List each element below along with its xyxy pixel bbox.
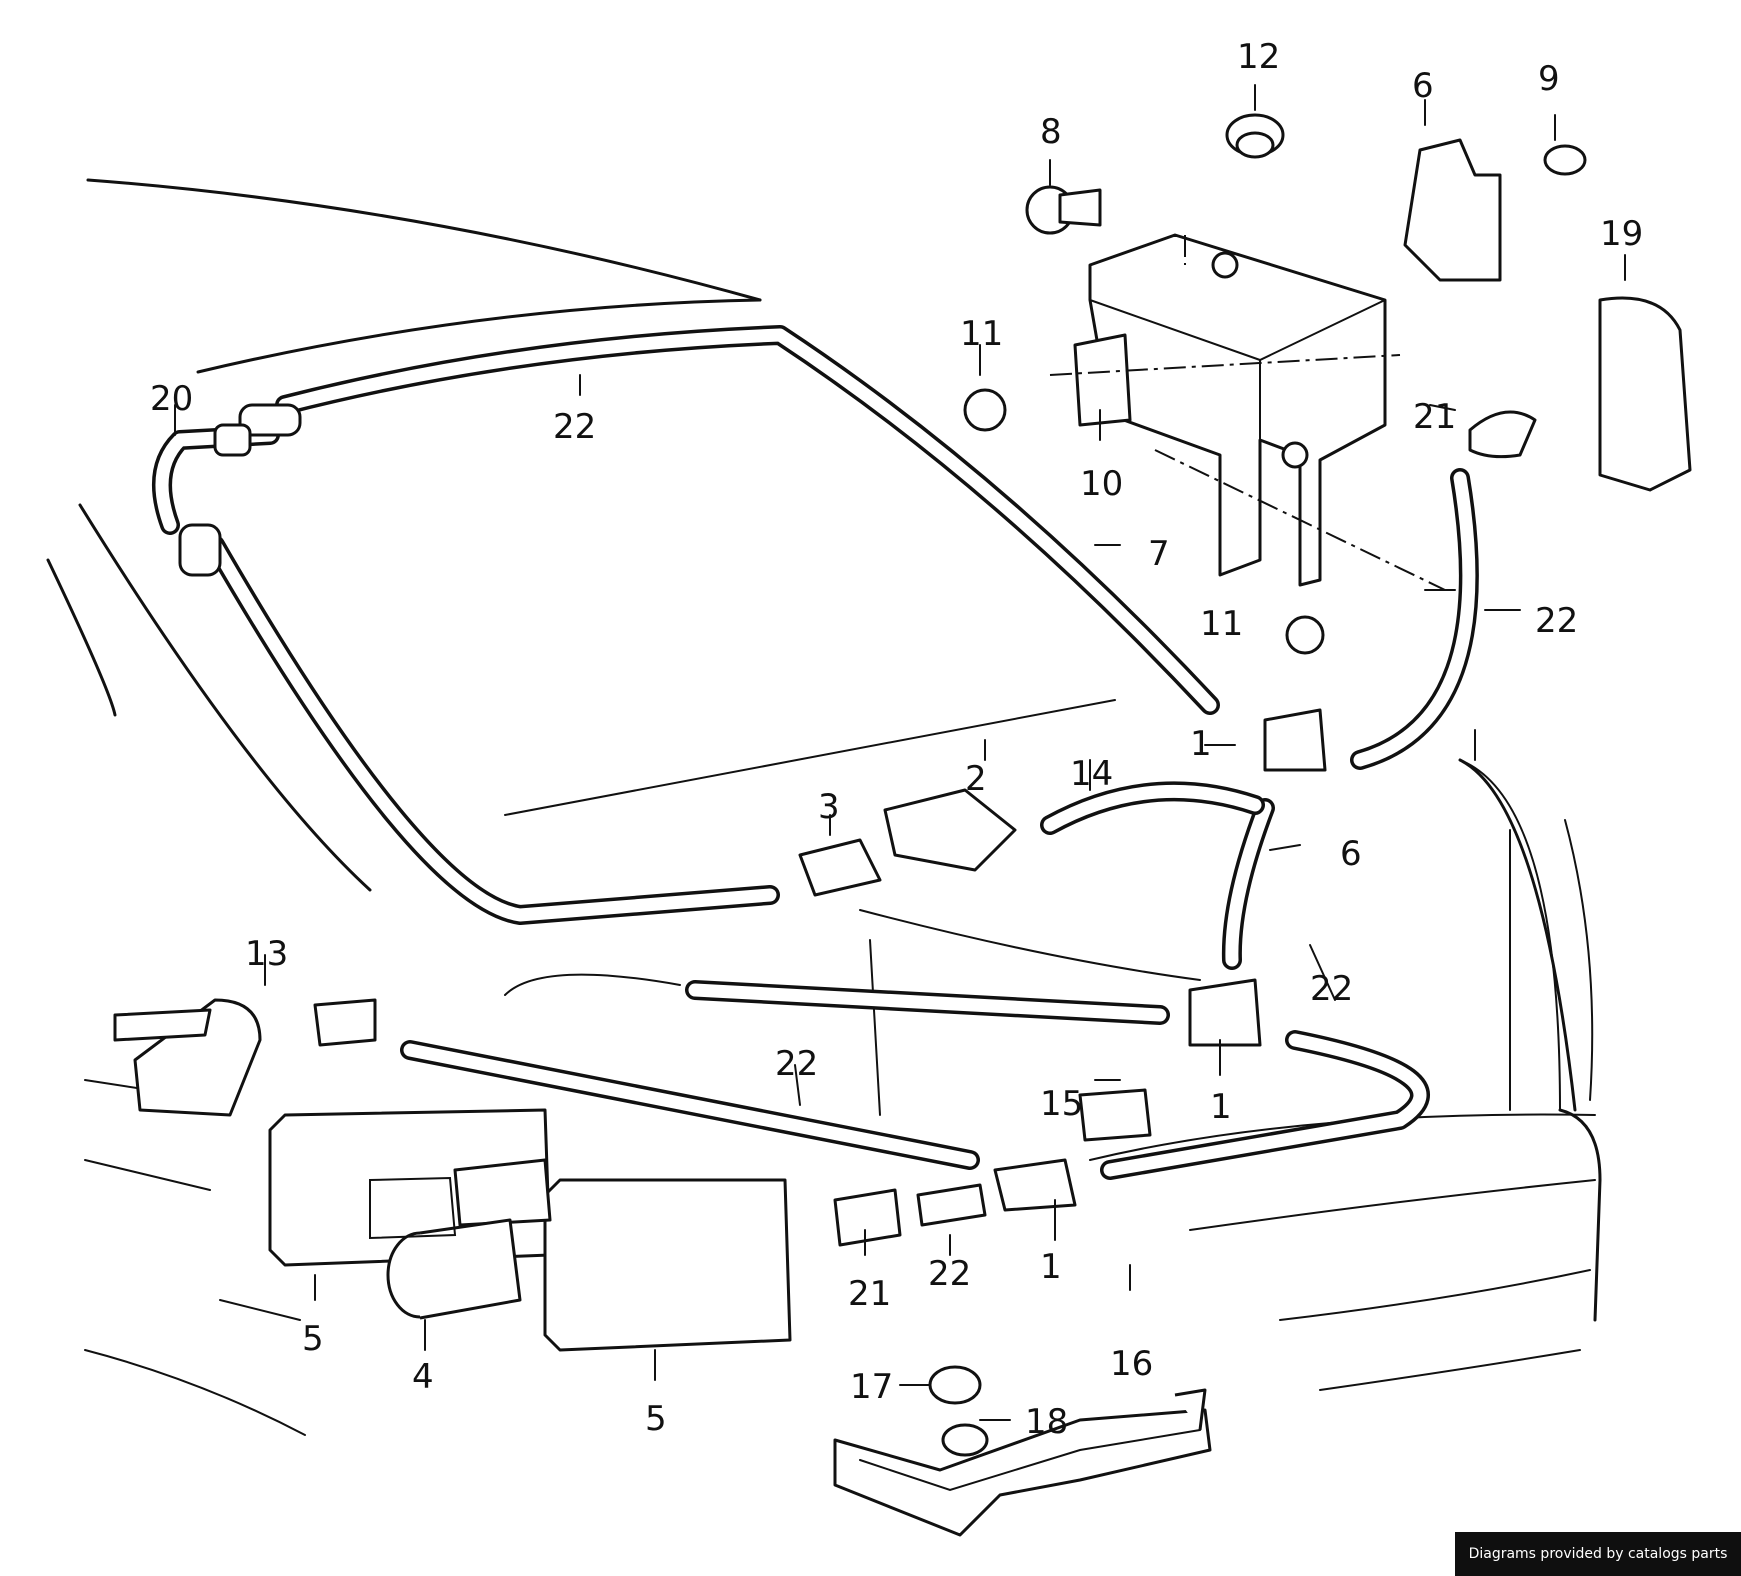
- hose-set: [152, 325, 1479, 1180]
- leader-lines: [174, 84, 1626, 1421]
- callout-18: 18: [1025, 1402, 1068, 1442]
- callout-20: 20: [150, 379, 193, 419]
- bracket-assembly: [1049, 233, 1446, 591]
- callout-19: 19: [1600, 214, 1643, 254]
- callout-5-right: 5: [645, 1399, 667, 1439]
- callout-1-upper: 1: [1190, 724, 1212, 764]
- callout-21-lower: 21: [848, 1274, 891, 1314]
- diagram-credit: Diagrams provided by catalogs parts: [1455, 1532, 1741, 1576]
- mounting-rail: [833, 1388, 1212, 1537]
- callout-1-lower: 1: [1040, 1247, 1062, 1287]
- callout-5-left: 5: [302, 1319, 324, 1359]
- callout-4: 4: [412, 1357, 434, 1397]
- callout-22-middle: 22: [1310, 969, 1353, 1009]
- callout-6-hose: 6: [1340, 834, 1362, 874]
- small-parts: [113, 113, 1692, 1457]
- callout-16: 16: [1110, 1344, 1153, 1384]
- callout-3: 3: [818, 787, 840, 827]
- callout-15: 15: [1040, 1084, 1083, 1124]
- callout-17: 17: [850, 1367, 893, 1407]
- washer-reservoir-and-pump: [268, 1108, 792, 1352]
- callout-21-upper: 21: [1413, 397, 1456, 437]
- callout-12: 12: [1237, 37, 1280, 77]
- callout-7: 7: [1148, 534, 1170, 574]
- callout-22-right: 22: [1535, 601, 1578, 641]
- callout-11-upper: 11: [960, 314, 1003, 354]
- callout-1-middle: 1: [1210, 1087, 1232, 1127]
- callout-22-left: 22: [775, 1044, 818, 1084]
- callout-22-bottom: 22: [928, 1254, 971, 1294]
- callout-14: 14: [1070, 754, 1113, 794]
- callout-9: 9: [1538, 59, 1560, 99]
- callout-6-top: 6: [1412, 66, 1434, 106]
- callout-11-lower: 11: [1200, 604, 1243, 644]
- callout-22-top: 22: [553, 407, 596, 447]
- callout-10: 10: [1080, 464, 1123, 504]
- washer-jet-left: [178, 403, 302, 577]
- callout-labels: 1 1 1 2 3 4 5 5 6 6 7 8 9 10 11 11 12 13…: [150, 37, 1643, 1442]
- callout-8: 8: [1040, 112, 1062, 152]
- callout-2: 2: [965, 759, 987, 799]
- callout-13: 13: [245, 934, 288, 974]
